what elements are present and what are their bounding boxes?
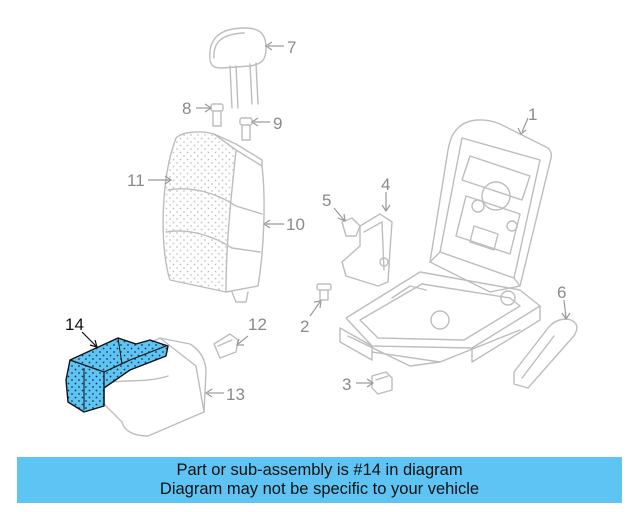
callout-5: 5 xyxy=(322,191,331,210)
seatback-cushion[interactable] xyxy=(162,131,265,303)
headrest-guide-right[interactable] xyxy=(239,117,253,141)
callout-6: 6 xyxy=(557,283,566,302)
seatback-frame[interactable] xyxy=(429,119,553,293)
callout-14: 14 xyxy=(65,315,84,334)
callout-12: 12 xyxy=(248,315,267,334)
callout-4: 4 xyxy=(381,175,390,194)
parts-diagram: 1 2 3 4 5 6 7 8 9 10 11 12 13 14 xyxy=(65,27,578,437)
headrest-guide-left[interactable] xyxy=(210,103,224,127)
clip[interactable] xyxy=(341,217,361,237)
banner-line-1: Part or sub-assembly is #14 in diagram xyxy=(176,461,463,479)
banner-line-2: Diagram may not be specific to your vehi… xyxy=(159,480,480,498)
callout-2: 2 xyxy=(300,317,309,336)
callout-11: 11 xyxy=(127,171,145,190)
headrest[interactable] xyxy=(209,27,267,109)
seat-cushion-pad[interactable] xyxy=(103,337,207,437)
callout-9: 9 xyxy=(273,114,282,133)
callout-3: 3 xyxy=(342,375,351,394)
side-bracket[interactable] xyxy=(341,213,393,287)
part-info-banner: Part or sub-assembly is #14 in diagram D… xyxy=(17,457,622,503)
leader-lines xyxy=(81,41,571,398)
cushion-cover-highlighted[interactable] xyxy=(65,337,169,413)
bolt[interactable] xyxy=(316,283,332,301)
callout-1: 1 xyxy=(528,105,537,124)
side-trim-cover[interactable] xyxy=(513,318,578,389)
cap[interactable] xyxy=(371,371,393,395)
seat-cushion-frame[interactable] xyxy=(339,271,541,367)
trim-clip[interactable] xyxy=(213,333,239,359)
callout-13: 13 xyxy=(226,385,245,404)
callout-7: 7 xyxy=(287,38,296,57)
callout-10: 10 xyxy=(286,215,305,234)
callout-8: 8 xyxy=(182,99,191,118)
